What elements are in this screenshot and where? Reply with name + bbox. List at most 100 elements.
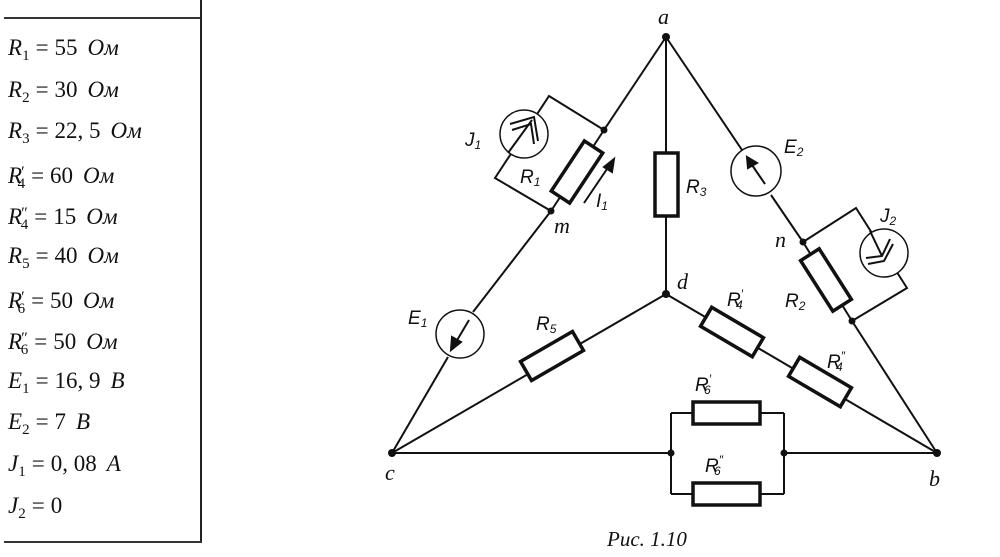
node-label-n: n [775, 227, 786, 252]
label-r4-double-prime: R″4 [827, 349, 846, 374]
parameter-subscript: 6 [20, 342, 29, 359]
resistor-r3 [653, 151, 680, 218]
label-e2: E2 [784, 137, 804, 159]
equals-sign: = [35, 35, 49, 60]
parameter-subscript: 6 [17, 300, 26, 317]
wire-r2-b [851, 320, 938, 454]
parameter-symbol: R [8, 329, 23, 355]
parameter-value: 55 [54, 35, 78, 60]
e1-arrowhead-icon [449, 335, 463, 353]
parameter-value: 60 [50, 162, 74, 188]
node-a [662, 33, 670, 41]
node-m [547, 207, 555, 215]
table-top-border [4, 17, 200, 19]
node-d [662, 290, 670, 298]
wire-a-e2 [665, 36, 743, 151]
parameter-row: R″6 =50 Ом [8, 321, 142, 363]
j2-line-icon [869, 230, 883, 257]
current-source-j1 [499, 109, 549, 159]
parameter-unit: Ом [83, 162, 115, 188]
e1-arrow-icon [455, 319, 470, 343]
parameter-value: 50 [53, 329, 77, 355]
j2-chevron-inner-icon [867, 243, 894, 265]
parameter-unit: Ом [86, 204, 118, 230]
parameter-symbol: R [8, 162, 23, 188]
resistor-r4-prime [698, 304, 766, 360]
equals-sign: = [35, 118, 49, 144]
resistor-r5 [518, 329, 586, 383]
label-e1: E1 [408, 308, 427, 330]
parameter-symbol: R [8, 118, 23, 144]
label-r6-double-prime: R″6 [705, 453, 724, 478]
parameter-subscript: 1 [22, 380, 30, 397]
node-c [388, 449, 396, 457]
parameter-prime: ′ [20, 163, 24, 181]
parameter-unit: Ом [86, 329, 118, 355]
parameter-symbol: E [8, 409, 23, 435]
parameter-prime: ″ [20, 330, 27, 348]
equals-sign: = [35, 76, 49, 102]
parameter-value: 50 [50, 287, 74, 313]
node-n [799, 238, 807, 246]
node-label-a: a [658, 4, 669, 29]
equals-sign: = [34, 329, 48, 355]
parameter-value: 7 [54, 409, 67, 435]
equals-sign: = [35, 367, 49, 393]
wire-a-r1 [603, 36, 667, 131]
j1-chevron-inner-icon [511, 122, 535, 145]
node-label-d: d [677, 269, 689, 294]
parameter-symbol: R [8, 204, 23, 230]
label-j1: J1 [464, 130, 481, 152]
node-j2-bottom [848, 317, 856, 325]
equals-sign: = [35, 242, 49, 268]
equals-sign: = [31, 287, 45, 313]
parameter-unit: Ом [87, 242, 119, 268]
parameter-symbol: R [8, 287, 23, 313]
node-j1-top [600, 126, 608, 134]
parameter-value: 0, 08 [50, 450, 97, 476]
equals-sign: = [35, 409, 49, 435]
j2-chevron-outer-icon [865, 238, 891, 259]
parameter-prime: ″ [20, 205, 27, 223]
parameter-subscript: 2 [18, 505, 26, 522]
parameter-symbol: E [8, 367, 23, 393]
parameter-unit: Ом [83, 287, 115, 313]
parameter-symbol: J [8, 492, 19, 518]
label-r4-prime: R′4 [727, 287, 744, 312]
parameter-symbol: R [8, 35, 23, 60]
parameter-value: 16, 9 [54, 367, 101, 393]
resistor-r6-double-prime [691, 481, 762, 507]
equals-sign: = [31, 162, 45, 188]
label-r2: R2 [785, 291, 806, 313]
parameter-subscript: 5 [22, 255, 30, 272]
parameter-row: J2 =0 [8, 488, 142, 530]
parameter-value: 0 [50, 492, 63, 518]
equals-sign: = [31, 492, 45, 518]
parameter-subscript: 2 [22, 89, 30, 106]
wire-e2-n [770, 194, 804, 243]
parameter-prime: ′ [20, 288, 24, 306]
parameter-subscript: 2 [22, 422, 30, 439]
parameter-value: 15 [53, 204, 77, 230]
j1-chevron-outer-icon [509, 115, 539, 142]
node-b [933, 449, 941, 457]
e2-arrow-icon [751, 164, 766, 185]
wire-e1-c [391, 356, 449, 454]
node-r6-left [667, 449, 675, 457]
parameter-subscript: 4 [20, 217, 29, 234]
node-label-b: b [929, 466, 940, 491]
equals-sign: = [31, 450, 45, 476]
label-r3: R3 [686, 177, 707, 199]
resistor-r6-prime [691, 400, 762, 426]
